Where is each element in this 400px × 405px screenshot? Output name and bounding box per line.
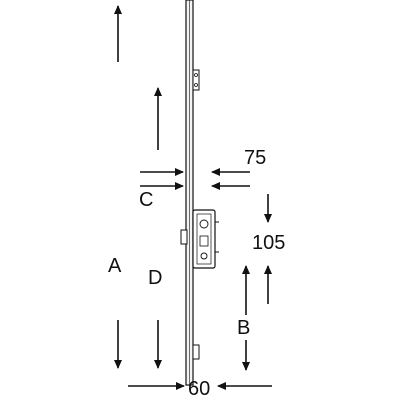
label-a: A <box>108 255 122 277</box>
label-b: B <box>237 317 251 339</box>
label-c: C <box>139 189 154 211</box>
lock-case <box>180 209 219 269</box>
label-105: 105 <box>252 232 286 254</box>
dimension-75-arrows <box>211 168 250 190</box>
lower-locking-point <box>192 344 200 360</box>
faceplate <box>185 0 194 386</box>
label-75: 75 <box>244 147 267 169</box>
label-60: 60 <box>188 378 211 400</box>
dimension-c-arrows <box>140 168 184 190</box>
label-d: D <box>148 267 163 289</box>
upper-locking-point <box>192 69 200 91</box>
